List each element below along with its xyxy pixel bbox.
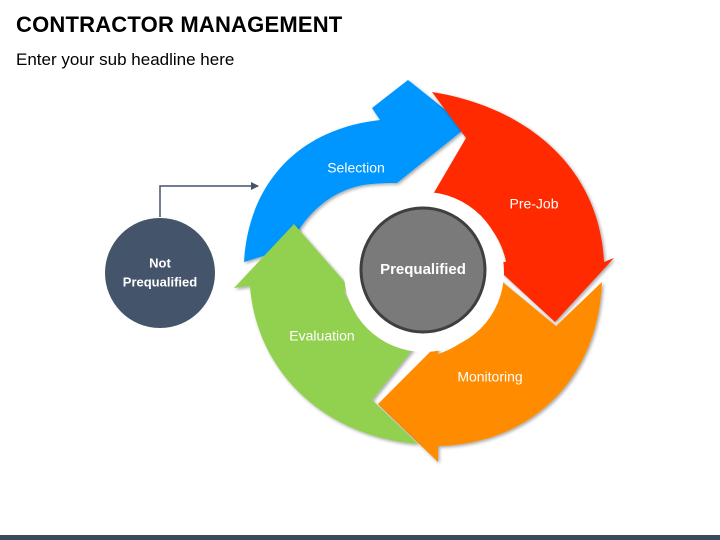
- segment-prejob: [432, 92, 614, 322]
- segment-label-prejob: Pre-Job: [509, 196, 558, 212]
- footer-bar: [0, 535, 720, 540]
- segment-selection: [244, 80, 467, 262]
- center-node: [359, 206, 487, 334]
- segment-label-monitoring: Monitoring: [457, 369, 522, 385]
- not-prequalified-label-line2: Prequalified: [123, 274, 197, 289]
- segment-monitoring: [378, 280, 602, 462]
- slide-title: CONTRACTOR MANAGEMENT: [16, 12, 343, 37]
- segment-label-evaluation: Evaluation: [289, 328, 354, 344]
- segment-evaluation: [234, 224, 418, 444]
- segment-label-selection: Selection: [327, 160, 385, 176]
- not-prequalified-label-line1: Not: [149, 255, 171, 270]
- connector-arrow: [159, 182, 259, 217]
- slide-subtitle: Enter your sub headline here: [16, 50, 235, 69]
- center-label: Prequalified: [380, 261, 466, 278]
- not-prequalified-node: [105, 218, 215, 328]
